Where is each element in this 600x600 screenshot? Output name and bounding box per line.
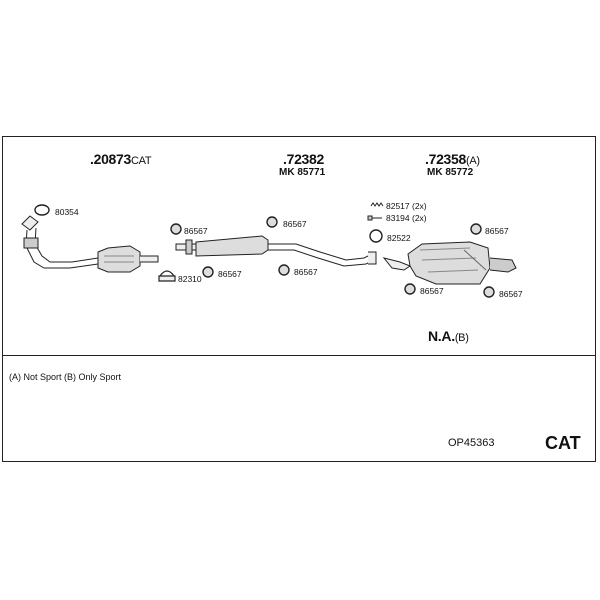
part-label: 86567 — [420, 286, 444, 296]
category-label: CAT — [545, 433, 581, 453]
part-label: 86567 — [485, 226, 509, 236]
group-kit-middle: MK 85771 — [279, 167, 326, 178]
legend-divider — [2, 355, 596, 356]
group-suffix: CAT — [131, 155, 152, 167]
part-label: 83194 (2x) — [386, 213, 427, 223]
part-label: 82522 — [387, 233, 411, 243]
part-label: 80354 — [55, 207, 79, 217]
legend-text: (A) Not Sport (B) Only Sport — [9, 372, 122, 382]
diagram-frame — [2, 136, 596, 462]
part-label: 86567 — [218, 269, 242, 279]
clamp-icon — [158, 270, 176, 282]
part-label: 86567 — [283, 219, 307, 229]
middle-silencer — [175, 235, 377, 267]
not-available-note: N.A.(B) — [428, 328, 469, 344]
part-label: 82517 (2x) — [386, 201, 427, 211]
group-number: .20873 — [90, 151, 132, 167]
diagram-code: OP45363 — [448, 437, 495, 449]
front-pipe-catalyst — [21, 215, 159, 273]
rear-silencer — [382, 241, 517, 285]
spring-bolt-icons — [367, 202, 384, 221]
group-heading-front: .20873CAT — [90, 151, 152, 167]
group-kit-rear: MK 85772 — [427, 167, 474, 178]
group-number: .72358 — [425, 151, 467, 167]
na-suffix: (B) — [454, 332, 469, 344]
group-suffix: (A) — [466, 155, 480, 167]
hanger-icons — [34, 204, 495, 298]
group-heading-middle: .72382 — [283, 151, 324, 167]
part-label: 82310 — [178, 274, 202, 284]
na-text: N.A. — [428, 328, 455, 344]
part-label: 86567 — [184, 226, 208, 236]
part-label: 86567 — [499, 289, 523, 299]
group-number: .72382 — [283, 151, 325, 167]
group-heading-rear: .72358(A) — [425, 151, 480, 167]
part-label: 86567 — [294, 267, 318, 277]
